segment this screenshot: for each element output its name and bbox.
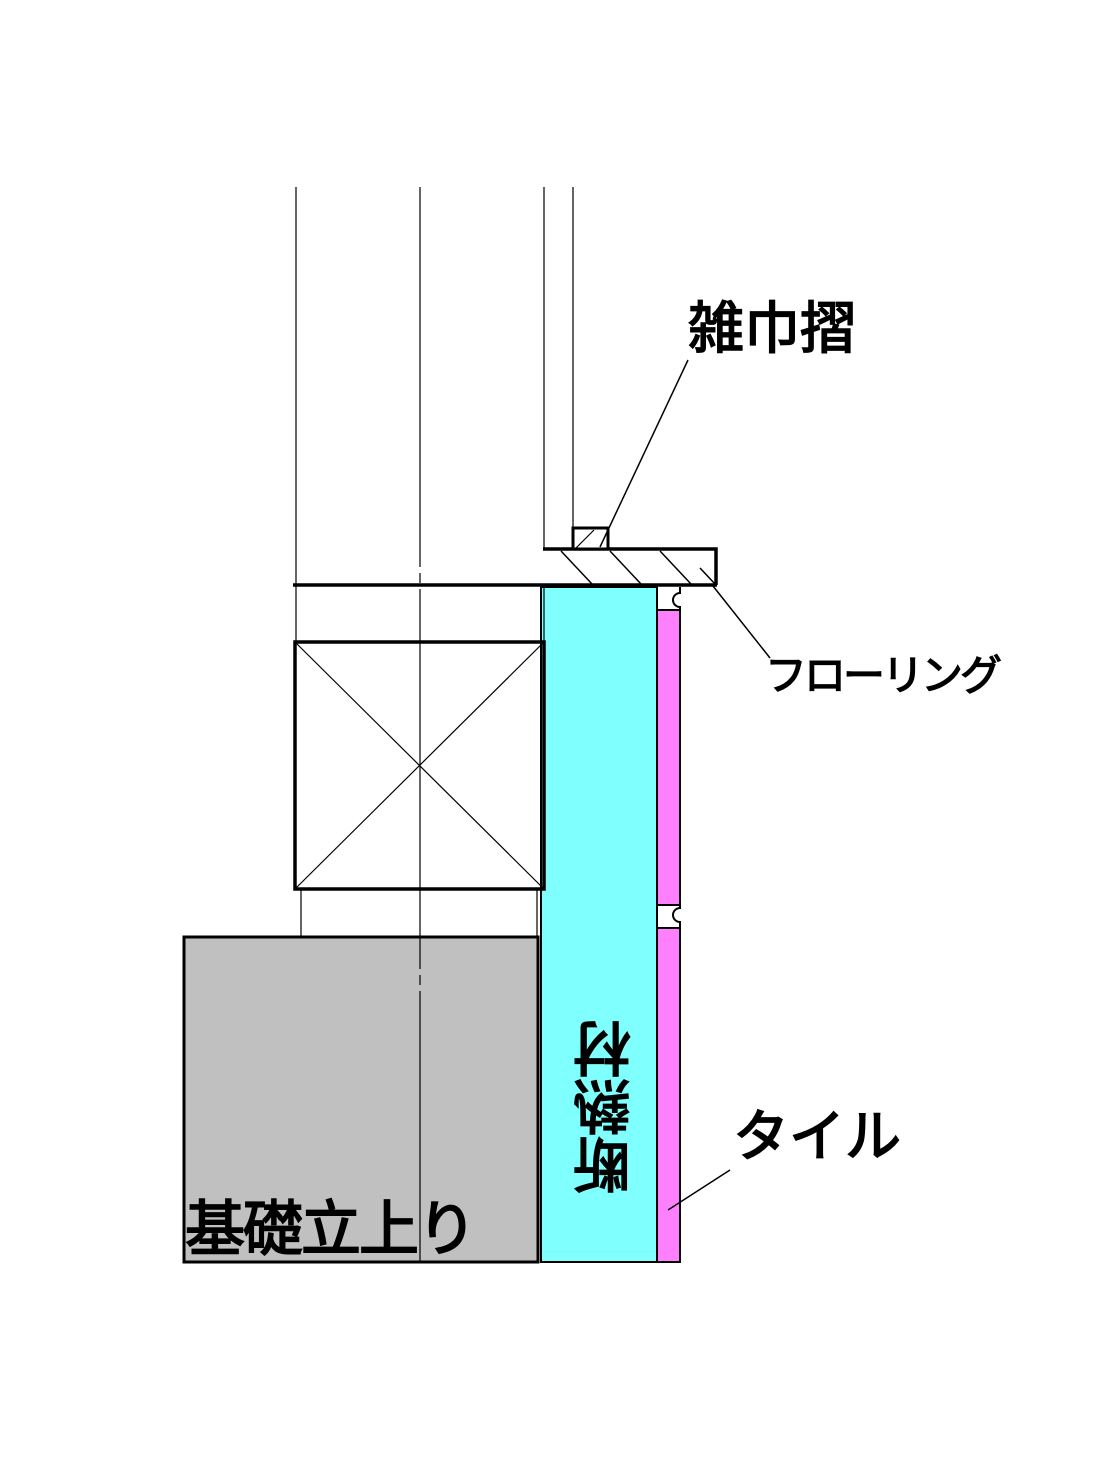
label-baseboard: 雑巾摺 [688, 297, 856, 362]
flooring-hatch [560, 550, 716, 585]
tile-upper [656, 609, 681, 906]
tile-joint-lower [672, 905, 681, 928]
label-flooring: フローリング [765, 651, 1002, 700]
label-tile: タイル [733, 1105, 901, 1170]
tile-lower [656, 927, 681, 1263]
label-insulation: 断熱材 [573, 1020, 641, 1194]
baseboard [571, 526, 610, 551]
leader-lines [599, 359, 771, 1211]
tile-joint-upper [672, 587, 681, 610]
wall-lines [295, 187, 574, 937]
sill-timber [293, 640, 546, 891]
foundation-wall [182, 935, 540, 1264]
insulation-board [540, 586, 658, 1263]
flooring-board [543, 547, 718, 585]
label-foundation: 基礎立上り [185, 1195, 477, 1265]
